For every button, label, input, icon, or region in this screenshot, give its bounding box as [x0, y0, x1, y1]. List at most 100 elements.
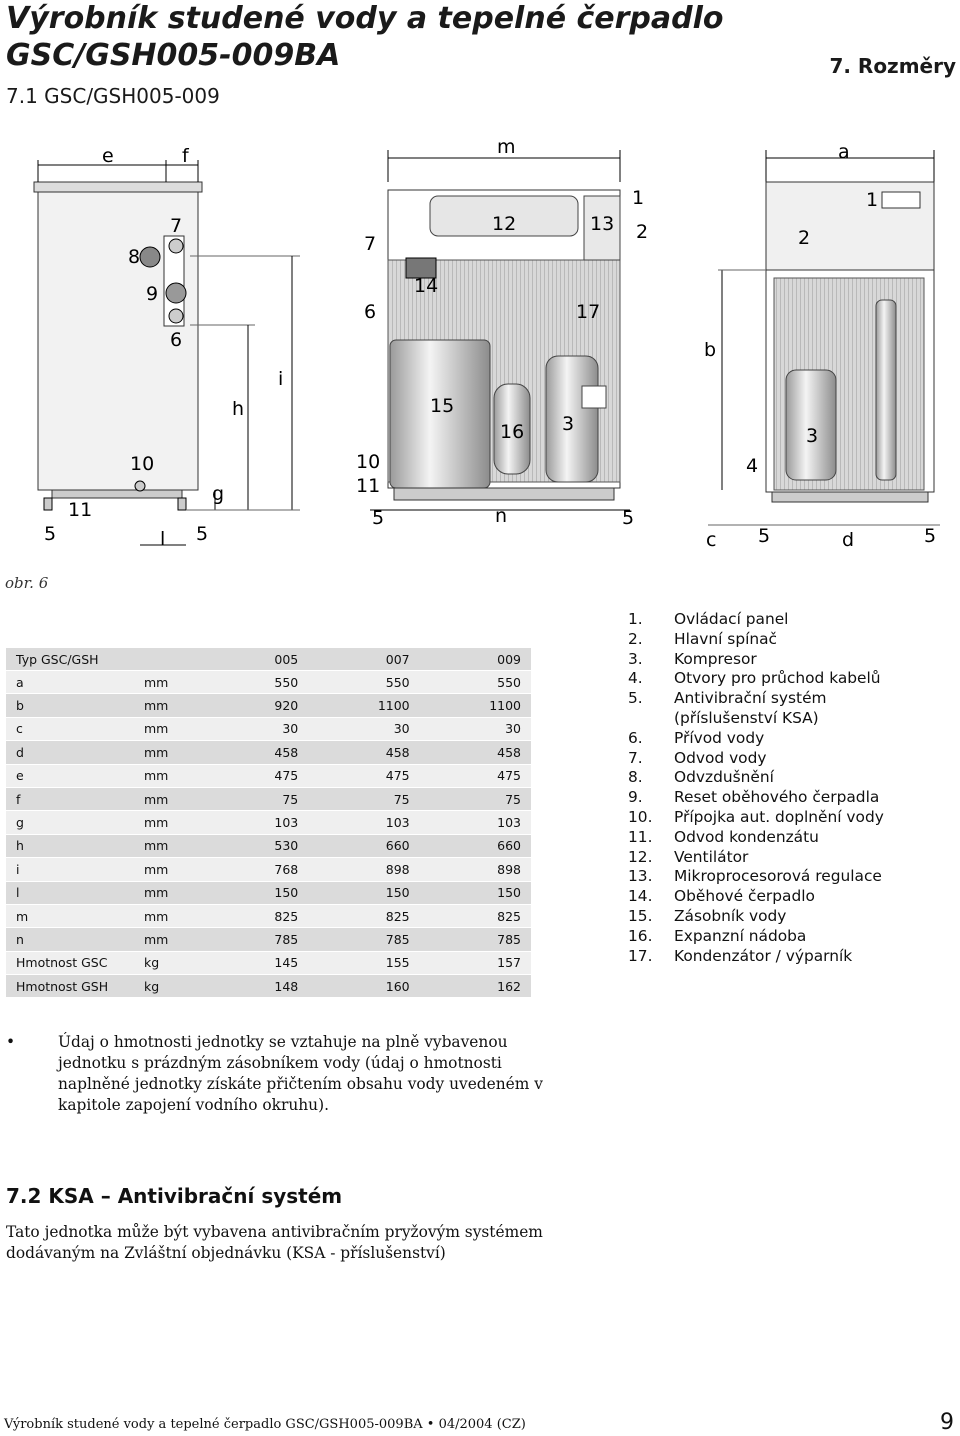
- table-cell: 660: [419, 834, 531, 859]
- legend-item: 2.Hlavní spínač: [628, 630, 884, 650]
- table-cell: 550: [419, 670, 531, 695]
- table-cell: 30: [308, 717, 420, 742]
- legend-item: 15. Zásobník vody: [628, 907, 884, 927]
- table-cell: Typ GSC/GSH: [6, 648, 134, 671]
- table-cell: 30: [419, 717, 531, 742]
- table-cell: 148: [214, 974, 309, 999]
- footer-text: Výrobník studené vody a tepelné čerpadlo…: [4, 1417, 526, 1432]
- figure-caption: obr. 6: [5, 574, 49, 592]
- table-cell: 005: [214, 648, 309, 671]
- legend-item: 11.Odvod kondenzátu: [628, 828, 884, 848]
- legend-item: 5.Antivibrační systém: [628, 689, 884, 709]
- legend-item: 10. Přípojka aut. doplnění vody: [628, 808, 884, 828]
- table-cell: 157: [419, 951, 531, 976]
- legend-number: 3.: [628, 649, 643, 668]
- legend-number: 17.: [628, 946, 653, 965]
- svg-text:7: 7: [364, 233, 376, 255]
- table-cell: 145: [214, 951, 309, 976]
- legend-text: Přívod vody: [674, 728, 765, 747]
- svg-text:14: 14: [414, 275, 438, 297]
- table-cell: 825: [419, 904, 531, 929]
- table-cell: 009: [419, 648, 531, 671]
- table-cell: 162: [419, 974, 531, 999]
- svg-text:d: d: [842, 529, 854, 551]
- svg-text:h: h: [232, 398, 244, 420]
- table-cell: d: [6, 740, 134, 765]
- svg-text:3: 3: [562, 413, 574, 435]
- table-cell: m: [6, 904, 134, 929]
- legend-number: [628, 709, 674, 729]
- svg-text:6: 6: [364, 301, 376, 323]
- svg-text:4: 4: [746, 455, 758, 477]
- table-cell: 898: [308, 857, 420, 882]
- svg-text:1: 1: [866, 189, 878, 211]
- legend-text: Přípojka aut. doplnění vody: [674, 807, 884, 826]
- legend-number: 14.: [628, 887, 653, 906]
- table-cell: 155: [308, 951, 420, 976]
- page-title: Výrobník studené vody a tepelné čerpadlo…: [6, 1, 724, 73]
- table-cell: 475: [214, 764, 309, 788]
- legend-number: 10.: [628, 807, 653, 826]
- legend-text: Reset oběhového čerpadla: [674, 788, 880, 807]
- table-cell: b: [6, 693, 134, 718]
- table-cell: mm: [134, 904, 214, 929]
- table-cell: 785: [214, 927, 309, 952]
- table-cell: 103: [419, 810, 531, 835]
- table-cell: 458: [308, 740, 420, 765]
- table-cell: 103: [214, 810, 309, 835]
- table-cell: mm: [134, 881, 214, 905]
- bullet: •: [6, 1033, 16, 1051]
- legend-number: 12.: [628, 847, 653, 866]
- legend-text: Zásobník vody: [674, 906, 787, 925]
- svg-text:5: 5: [622, 507, 634, 529]
- table-cell: 475: [419, 764, 531, 788]
- legend-text: Ovládací panel: [674, 610, 789, 628]
- legend-item: 9.Reset oběhového čerpadla: [628, 788, 884, 808]
- table-cell: 30: [214, 717, 309, 742]
- legend-text: Odvod vody: [674, 748, 767, 767]
- front-view: [370, 150, 630, 511]
- svg-text:3: 3: [806, 425, 818, 447]
- svg-text:15: 15: [430, 395, 454, 417]
- table-cell: mm: [134, 670, 214, 695]
- legend-item: 17.Kondenzátor / výparník: [628, 947, 884, 967]
- table-cell: 1100: [419, 693, 531, 718]
- table-cell: 160: [308, 974, 420, 999]
- table-cell: 007: [308, 648, 420, 671]
- table-cell: 475: [308, 764, 420, 788]
- table-cell: 103: [308, 810, 420, 835]
- svg-text:1: 1: [632, 187, 644, 209]
- legend-item: 8.Odvzdušnění: [628, 768, 884, 788]
- svg-text:5: 5: [924, 525, 936, 547]
- svg-text:e: e: [102, 145, 114, 167]
- table-cell: 550: [308, 670, 420, 695]
- legend-number: 8.: [628, 768, 643, 787]
- svg-text:10: 10: [130, 453, 154, 475]
- legend-text: (příslušenství KSA): [674, 708, 819, 727]
- legend-text: Ventilátor: [674, 847, 749, 866]
- table-cell: mm: [134, 927, 214, 952]
- table-cell: 150: [214, 881, 309, 905]
- table-cell: 75: [214, 787, 309, 812]
- table-cell: 785: [419, 927, 531, 952]
- svg-text:i: i: [278, 368, 283, 390]
- right-view: [708, 150, 940, 526]
- section-7-2-text: Tato jednotka může být vybavena antivibr…: [6, 1223, 543, 1262]
- table-cell: n: [6, 927, 134, 952]
- svg-text:m: m: [497, 136, 516, 158]
- subsection-heading: 7.1 GSC/GSH005-009: [6, 84, 220, 108]
- table-cell: 660: [308, 834, 420, 859]
- legend-text: Oběhové čerpadlo: [674, 887, 815, 906]
- table-cell: Hmotnost GSH: [6, 974, 134, 999]
- table-cell: 768: [214, 857, 309, 882]
- legend-number: 15.: [628, 906, 653, 925]
- weight-note: • Údaj o hmotnosti jednotky se vztahuje …: [6, 1032, 566, 1116]
- svg-text:7: 7: [170, 215, 182, 237]
- legend-item: 1.Ovládací panel: [628, 610, 884, 630]
